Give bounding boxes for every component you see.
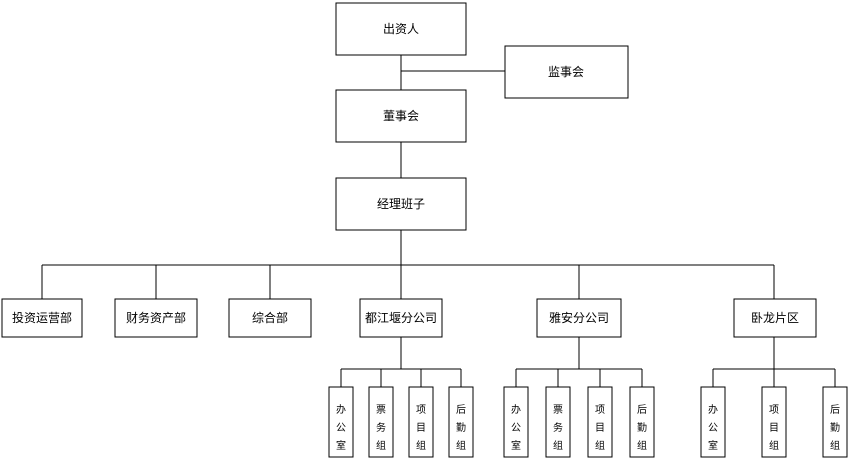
node-ya-ticket: 票务组 — [545, 386, 571, 458]
node-ya-logistics: 后勤组 — [629, 386, 655, 458]
node-branch-wolong: 卧龙片区 — [733, 298, 817, 338]
node-dj-ticket: 票务组 — [368, 386, 394, 458]
node-board: 董事会 — [335, 89, 467, 143]
node-dj-logistics: 后勤组 — [448, 386, 474, 458]
node-dept-finance: 财务资产部 — [114, 298, 198, 338]
node-management-label: 经理班子 — [377, 197, 425, 211]
node-ya-project-label: 项目组 — [595, 404, 605, 452]
node-dj-project-label: 项目组 — [416, 404, 426, 452]
node-dept-finance-label: 财务资产部 — [126, 310, 186, 325]
node-dept-investment: 投资运营部 — [1, 298, 83, 338]
node-branch-dujiangyan-label: 都江堰分公司 — [365, 311, 437, 325]
node-wl-logistics: 后勤组 — [822, 386, 848, 458]
node-wl-project-label: 项目组 — [769, 404, 779, 452]
node-ya-office-label: 办公室 — [511, 403, 521, 452]
node-dept-general: 综合部 — [228, 298, 312, 338]
node-dept-investment-label: 投资运营部 — [12, 310, 72, 325]
node-investor: 出资人 — [335, 2, 467, 56]
node-ya-project: 项目组 — [587, 386, 613, 458]
node-branch-wolong-label: 卧龙片区 — [751, 311, 799, 325]
node-supervisors-label: 监事会 — [548, 65, 584, 79]
node-wl-logistics-label: 后勤组 — [830, 404, 840, 452]
node-ya-logistics-label: 后勤组 — [637, 404, 647, 452]
node-dept-general-label: 综合部 — [252, 310, 288, 325]
node-ya-ticket-label: 票务组 — [553, 404, 563, 452]
node-branch-yaan-label: 雅安分公司 — [549, 310, 609, 325]
node-board-label: 董事会 — [383, 109, 419, 123]
node-branch-dujiangyan: 都江堰分公司 — [359, 298, 443, 338]
node-dj-logistics-label: 后勤组 — [456, 404, 466, 452]
node-dj-project: 项目组 — [408, 386, 434, 458]
node-dj-office: 办公室 — [328, 386, 354, 458]
node-dj-office-label: 办公室 — [336, 403, 346, 452]
node-investor-label: 出资人 — [383, 22, 419, 36]
node-management: 经理班子 — [335, 177, 467, 231]
connector-lines — [41, 55, 836, 387]
node-wl-project: 项目组 — [761, 386, 787, 458]
node-wl-office-label: 办公室 — [708, 403, 718, 452]
node-supervisors: 监事会 — [504, 45, 629, 99]
node-branch-yaan: 雅安分公司 — [536, 298, 622, 338]
node-wl-office: 办公室 — [700, 386, 726, 458]
node-dj-ticket-label: 票务组 — [376, 404, 386, 452]
node-ya-office: 办公室 — [503, 386, 529, 458]
